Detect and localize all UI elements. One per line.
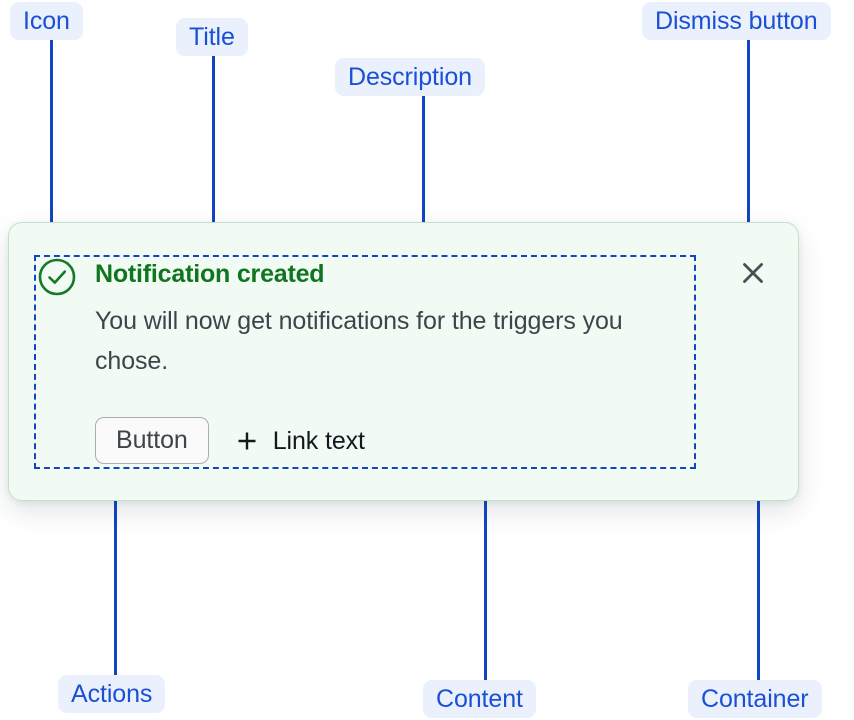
leader-line-title xyxy=(212,56,215,269)
annotation-label-actions: Actions xyxy=(58,675,166,713)
leader-line-icon xyxy=(50,40,53,247)
alert-description: You will now get notifications for the t… xyxy=(95,307,623,375)
close-icon xyxy=(739,259,767,290)
check-circle-icon xyxy=(37,257,77,297)
annotation-label-container: Container xyxy=(688,680,822,718)
alert-text-block: Notification created You will now get no… xyxy=(95,259,695,381)
leader-line-container xyxy=(757,473,760,680)
leader-line-content xyxy=(484,473,487,680)
dismiss-button[interactable] xyxy=(736,257,770,291)
action-link[interactable]: Link text xyxy=(235,427,365,455)
leader-line-actions xyxy=(114,470,117,675)
action-link-label: Link text xyxy=(272,426,365,455)
annotation-label-description: Description xyxy=(335,58,485,96)
leader-line-dismiss xyxy=(747,40,750,247)
leader-line-description xyxy=(422,96,425,303)
annotation-label-content: Content xyxy=(423,680,536,718)
annotation-label-icon: Icon xyxy=(10,2,83,40)
alert-title: Notification created xyxy=(95,260,325,288)
annotation-label-dismiss-button: Dismiss button xyxy=(642,2,831,40)
annotation-label-title: Title xyxy=(176,18,248,56)
plus-icon xyxy=(235,429,259,453)
action-button[interactable]: Button xyxy=(95,417,209,464)
alert-actions: Button Link text xyxy=(95,417,365,464)
